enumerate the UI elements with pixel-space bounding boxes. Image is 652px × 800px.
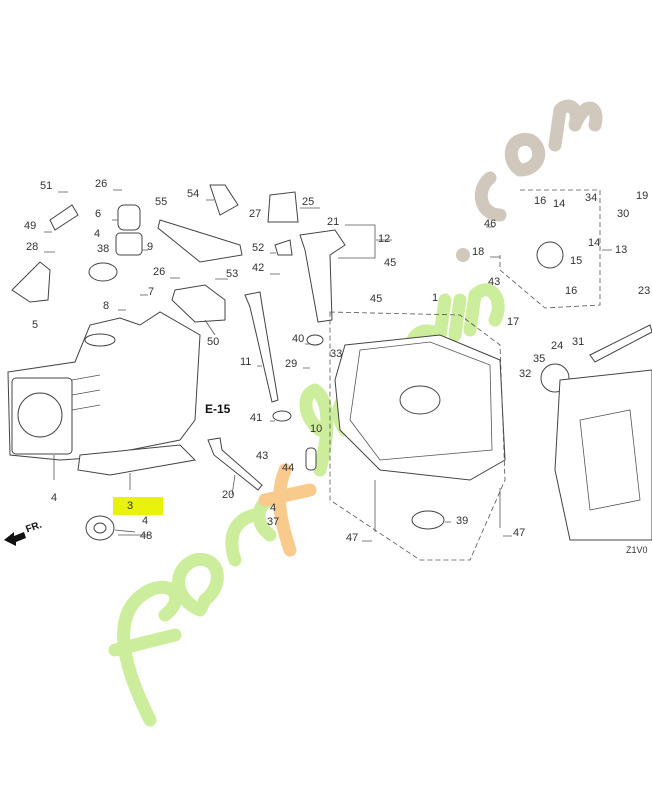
callout-23[interactable]: 23 <box>638 285 651 297</box>
callout-29[interactable]: 29 <box>285 358 298 370</box>
oil-seal-38 <box>88 262 118 282</box>
callout-48[interactable]: 48 <box>140 530 153 542</box>
callout-19[interactable]: 19 <box>636 190 649 202</box>
callout-18[interactable]: 18 <box>472 246 485 258</box>
callout-27[interactable]: 27 <box>249 208 262 220</box>
front-arrow-icon <box>4 532 26 546</box>
callout-43[interactable]: 43 <box>488 276 501 288</box>
o-ring-41 <box>272 410 292 422</box>
callout-54[interactable]: 54 <box>187 188 200 200</box>
callout-47[interactable]: 47 <box>513 527 526 539</box>
callout-32[interactable]: 32 <box>519 368 532 380</box>
callout-4[interactable]: 4 <box>51 492 58 504</box>
callout-52[interactable]: 52 <box>252 242 265 254</box>
callout-10[interactable]: 10 <box>310 423 323 435</box>
callout-45[interactable]: 45 <box>370 293 383 305</box>
callout-12[interactable]: 12 <box>378 233 391 245</box>
callout-28[interactable]: 28 <box>26 241 39 253</box>
callout-44[interactable]: 44 <box>282 462 295 474</box>
callout-4[interactable]: 4 <box>142 515 149 527</box>
callout-46[interactable]: 46 <box>484 218 497 230</box>
callout-30[interactable]: 30 <box>617 208 630 220</box>
cylinder-block <box>7 311 201 476</box>
callout-51[interactable]: 51 <box>40 180 53 192</box>
crankcase-cover <box>329 311 506 561</box>
callout-34[interactable]: 34 <box>585 192 598 204</box>
part-25 <box>267 191 299 223</box>
callout-49[interactable]: 49 <box>24 220 37 232</box>
part-9 <box>115 232 143 256</box>
callout-17[interactable]: 17 <box>507 316 520 328</box>
oil-seal-39 <box>411 510 445 530</box>
watermark-logo <box>108 99 603 727</box>
callout-20[interactable]: 20 <box>222 489 235 501</box>
callout-16[interactable]: 16 <box>534 195 547 207</box>
part-49 <box>49 204 79 231</box>
callout-55[interactable]: 55 <box>155 196 168 208</box>
dipstick-11 <box>244 291 279 403</box>
diagram-code: Z1V0 <box>626 545 648 555</box>
callout-53[interactable]: 53 <box>226 268 239 280</box>
callout-9[interactable]: 9 <box>147 241 154 253</box>
callout-21[interactable]: 21 <box>327 216 340 228</box>
part-10 <box>305 447 317 471</box>
callout-43[interactable]: 43 <box>256 450 269 462</box>
callout-3[interactable]: 3 <box>127 500 134 512</box>
callout-37[interactable]: 37 <box>267 516 280 528</box>
callout-4[interactable]: 4 <box>270 502 277 514</box>
callout-26[interactable]: 26 <box>153 266 166 278</box>
part-52 <box>274 239 293 256</box>
part-55 <box>157 219 243 263</box>
callout-25[interactable]: 25 <box>302 196 315 208</box>
callout-50[interactable]: 50 <box>207 336 220 348</box>
callout-6[interactable]: 6 <box>95 208 102 220</box>
part-50 <box>171 284 226 323</box>
o-ring-40 <box>306 334 324 346</box>
callout-14[interactable]: 14 <box>588 237 601 249</box>
highlighted-part-3[interactable] <box>113 497 163 515</box>
callout-31[interactable]: 31 <box>572 336 585 348</box>
inset-view <box>554 369 652 541</box>
callout-13[interactable]: 13 <box>615 244 628 256</box>
callout-26[interactable]: 26 <box>95 178 108 190</box>
callout-4[interactable]: 4 <box>94 228 101 240</box>
leader-lines <box>44 189 612 542</box>
part-54 <box>209 184 239 216</box>
callout-7[interactable]: 7 <box>148 286 155 298</box>
callout-41[interactable]: 41 <box>250 412 263 424</box>
callout-40[interactable]: 40 <box>292 333 305 345</box>
callout-33[interactable]: 33 <box>330 348 343 360</box>
governor-arm-20 <box>207 437 263 491</box>
callout-45[interactable]: 45 <box>384 257 397 269</box>
reference-e15[interactable]: E-15 <box>205 402 231 416</box>
callout-8[interactable]: 8 <box>103 300 110 312</box>
callout-15[interactable]: 15 <box>570 255 583 267</box>
callout-11[interactable]: 11 <box>240 356 252 368</box>
callout-47[interactable]: 47 <box>346 532 359 544</box>
callout-16[interactable]: 16 <box>565 285 578 297</box>
part-5 <box>11 261 51 303</box>
shaft-23 <box>589 324 652 363</box>
callout-14[interactable]: 14 <box>553 198 566 210</box>
oil-filler-tube-12 <box>299 229 346 323</box>
callout-1[interactable]: 1 <box>432 292 439 304</box>
callout-24[interactable]: 24 <box>551 340 564 352</box>
callout-38[interactable]: 38 <box>97 243 110 255</box>
callout-5[interactable]: 5 <box>32 319 39 331</box>
callout-42[interactable]: 42 <box>252 262 265 274</box>
governor-15 <box>536 241 564 269</box>
part-6 <box>117 204 141 231</box>
callout-35[interactable]: 35 <box>533 353 546 365</box>
callout-39[interactable]: 39 <box>456 515 469 527</box>
governor-group-box <box>499 189 601 309</box>
